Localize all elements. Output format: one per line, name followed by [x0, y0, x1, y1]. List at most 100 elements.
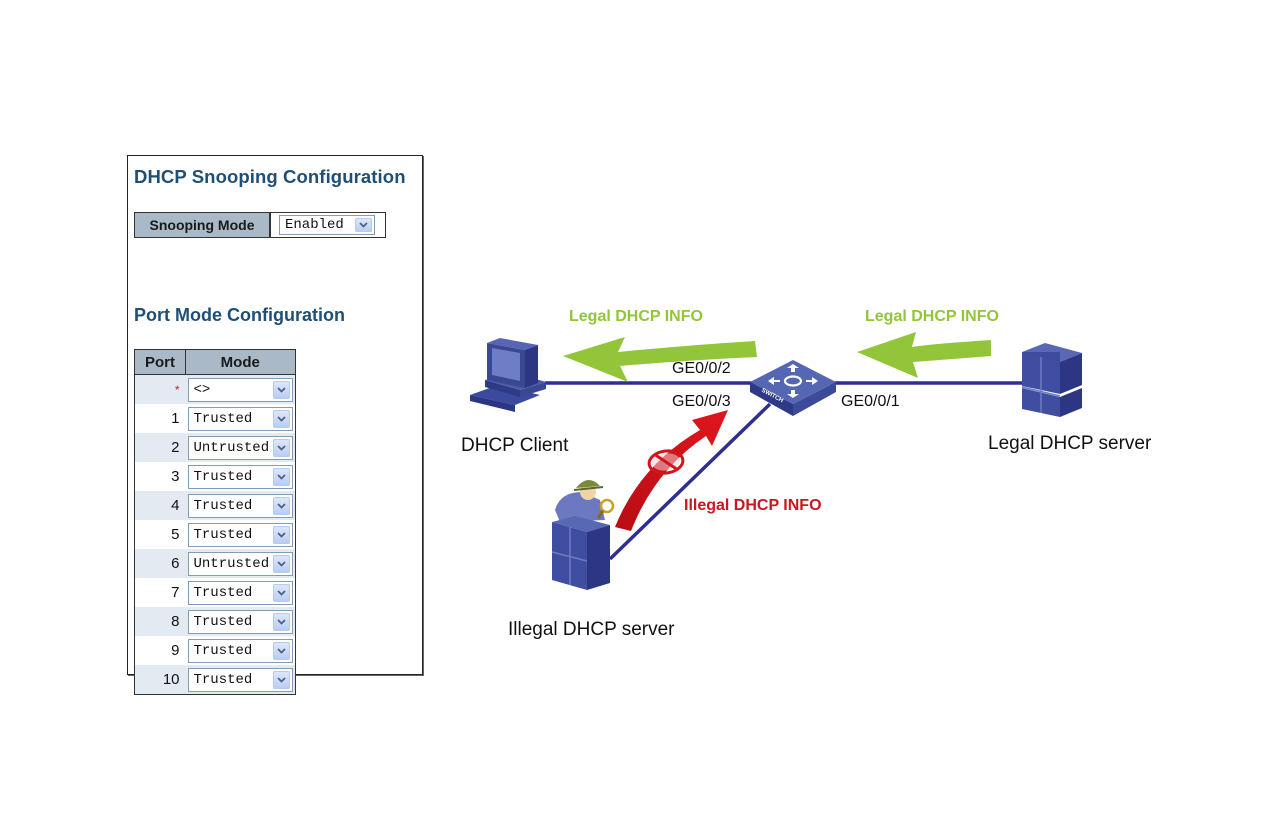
port-number: 10	[134, 665, 186, 695]
illegal-info-label: Illegal DHCP INFO	[684, 497, 822, 514]
port-label-ge002: GE0/0/2	[672, 360, 731, 377]
link-switch-illegal-server	[608, 402, 772, 561]
port-mode-cell: Trusted	[186, 578, 296, 607]
chevron-down-icon[interactable]	[272, 409, 290, 428]
port-mode-cell: Trusted	[185, 665, 295, 695]
port-mode-select[interactable]: <>	[187, 377, 293, 402]
chevron-down-icon[interactable]	[272, 380, 290, 399]
chevron-down-icon[interactable]	[272, 496, 290, 515]
port-mode-cell: Untrusted	[185, 549, 295, 578]
port-number-text: 6	[171, 555, 180, 572]
table-row: 1 Trusted	[135, 404, 296, 433]
port-mode-select[interactable]: Trusted	[187, 406, 293, 431]
table-row: 10 Trusted	[134, 665, 295, 695]
table-row: 2 Untrusted	[134, 433, 295, 462]
port-mode-value: Trusted	[193, 671, 253, 688]
port-number: 5	[135, 520, 186, 549]
chevron-down-icon[interactable]	[272, 438, 290, 457]
column-header-mode: Mode	[185, 349, 296, 375]
port-number: 7	[135, 578, 186, 607]
spy-server-icon	[551, 479, 615, 590]
port-mode-select[interactable]: Trusted	[187, 522, 293, 547]
illegal-server-label: Illegal DHCP server	[508, 619, 675, 640]
port-mode-select[interactable]: Trusted	[187, 493, 293, 518]
port-number: 4	[134, 491, 186, 520]
snooping-mode-label: Snooping Mode	[135, 213, 271, 237]
table-row: 6 Untrusted	[134, 549, 295, 578]
port-number-text: 9	[171, 642, 180, 659]
server-icon	[1021, 343, 1082, 417]
port-number-text: 1	[171, 410, 180, 427]
port-mode-value: Trusted	[193, 526, 253, 543]
port-mode-select[interactable]: Trusted	[187, 638, 293, 663]
illegal-flow-arrow	[615, 410, 728, 531]
port-mode-cell: Trusted	[186, 520, 296, 549]
table-row: 8 Trusted	[134, 607, 295, 636]
port-number-text: 2	[171, 439, 180, 456]
port-mode-select[interactable]: Trusted	[187, 464, 293, 489]
chevron-down-icon[interactable]	[272, 525, 290, 544]
table-row: 3 Trusted	[135, 462, 296, 491]
port-label-ge003: GE0/0/3	[672, 393, 731, 410]
port-mode-select[interactable]: Trusted	[187, 609, 293, 634]
port-number: 1	[135, 404, 186, 433]
port-number: 3	[135, 462, 186, 491]
legal-flow-arrow-server	[857, 332, 991, 378]
prohibited-icon	[647, 449, 685, 475]
snooping-mode-select[interactable]: Enabled	[279, 215, 375, 235]
chevron-down-icon[interactable]	[272, 641, 290, 660]
port-number-text: 8	[171, 613, 180, 630]
column-header-port: Port	[134, 349, 186, 375]
port-number-text: 7	[171, 584, 180, 601]
port-mode-value: <>	[193, 381, 211, 398]
port-number: *	[134, 374, 186, 404]
snooping-mode-value: Enabled	[285, 217, 344, 233]
port-mode-select[interactable]: Untrusted	[187, 551, 293, 576]
port-number-text: 4	[171, 497, 180, 514]
snooping-mode-row: Snooping Mode Enabled	[134, 212, 386, 238]
port-mode-select[interactable]: Trusted	[187, 580, 293, 605]
dhcp-client-label: DHCP Client	[461, 435, 569, 456]
port-mode-value: Trusted	[193, 410, 253, 427]
port-mode-value: Trusted	[193, 497, 253, 514]
legal-server-label: Legal DHCP server	[988, 433, 1152, 454]
port-mode-cell: Trusted	[186, 636, 296, 665]
port-number-text: 10	[162, 671, 180, 688]
port-mode-value: Trusted	[193, 468, 253, 485]
port-number: 2	[134, 433, 186, 462]
legal-info-label-client: Legal DHCP INFO	[569, 308, 703, 325]
legal-info-label-server: Legal DHCP INFO	[865, 308, 999, 325]
port-mode-value: Untrusted	[193, 555, 270, 572]
port-mode-cell: Trusted	[185, 607, 295, 636]
table-row: 5 Trusted	[135, 520, 296, 549]
port-number-text: 5	[171, 526, 180, 543]
chevron-down-icon[interactable]	[272, 670, 290, 689]
dhcp-snooping-panel: DHCP Snooping Configuration Snooping Mod…	[127, 155, 423, 695]
port-mode-value: Trusted	[193, 613, 253, 630]
port-mode-select[interactable]: Trusted	[187, 667, 293, 692]
port-mode-cell: Trusted	[185, 491, 295, 520]
chevron-down-icon[interactable]	[272, 554, 290, 573]
port-mode-cell: Trusted	[186, 462, 296, 491]
port-number-text: 3	[171, 468, 180, 485]
port-number-text: *	[174, 383, 180, 397]
port-mode-cell: Trusted	[186, 404, 296, 433]
table-row: 7 Trusted	[135, 578, 296, 607]
legal-flow-arrow-client	[563, 337, 757, 382]
chevron-down-icon[interactable]	[272, 583, 290, 602]
port-mode-select[interactable]: Untrusted	[187, 435, 293, 460]
port-mode-value: Untrusted	[193, 439, 270, 456]
page-title: DHCP Snooping Configuration	[134, 166, 406, 187]
port-number: 8	[134, 607, 186, 636]
chevron-down-icon[interactable]	[272, 612, 290, 631]
port-mode-title: Port Mode Configuration	[134, 305, 345, 325]
chevron-down-icon[interactable]	[272, 467, 290, 486]
port-number: 6	[134, 549, 186, 578]
table-row: 9 Trusted	[135, 636, 296, 665]
computer-icon	[470, 338, 546, 412]
chevron-down-icon[interactable]	[355, 218, 372, 232]
port-mode-value: Trusted	[193, 584, 253, 601]
table-row: * <>	[134, 374, 295, 404]
